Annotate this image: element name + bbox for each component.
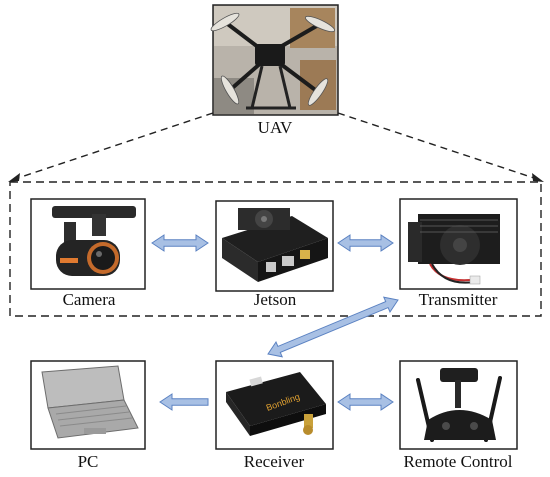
- camera-photo: [30, 198, 146, 290]
- onboard-dashed-box: [9, 181, 542, 317]
- transmitter-photo: [399, 198, 518, 290]
- receiver-photo: Bonbling: [215, 360, 334, 450]
- expansion-arrowheads: [8, 173, 544, 182]
- receiver-label: Receiver: [244, 452, 305, 471]
- remote-control-label: Remote Control: [403, 452, 512, 471]
- arrow-receiver-remote: [337, 393, 394, 411]
- transmitter-label: Transmitter: [419, 290, 498, 309]
- arrow-receiver-pc: [159, 393, 209, 411]
- remote-control-photo: [399, 360, 518, 450]
- connection-arrows: [151, 234, 399, 411]
- jetson-photo: [215, 200, 334, 292]
- arrow-jetson-transmitter: [337, 234, 394, 252]
- arrow-camera-jetson: [151, 234, 209, 252]
- arrow-transmitter-receiver: [267, 296, 399, 358]
- camera-label: Camera: [63, 290, 116, 309]
- uav-photo: [210, 4, 339, 116]
- uav-label: UAV: [258, 118, 293, 137]
- pc-label: PC: [78, 452, 99, 471]
- pc-photo: [30, 360, 146, 450]
- jetson-label: Jetson: [254, 290, 297, 309]
